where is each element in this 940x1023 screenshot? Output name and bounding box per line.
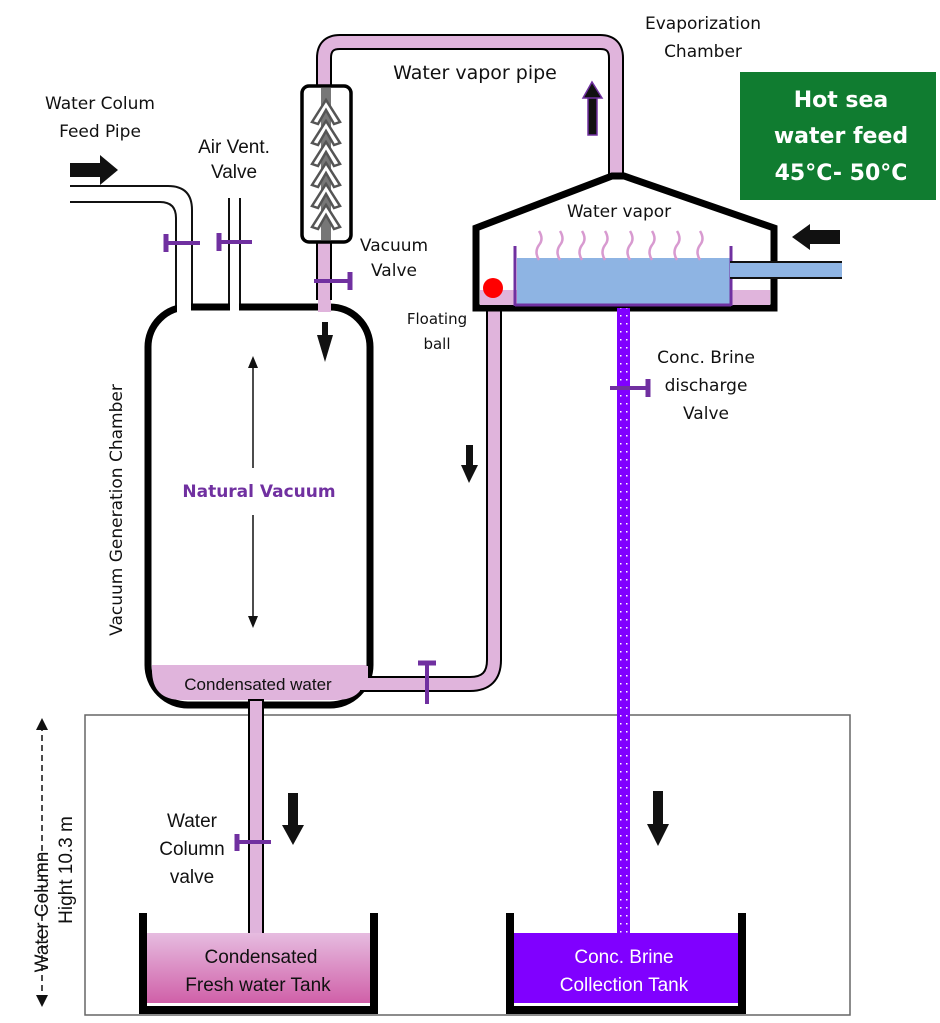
brine-tank xyxy=(506,913,746,1014)
vacuum-chamber-label: Vacuum Generation Chamber xyxy=(107,384,127,636)
floating-ball-label-2: ball xyxy=(423,335,450,353)
return-valve-icon[interactable] xyxy=(418,660,436,704)
evaporization-label-2: Chamber xyxy=(664,42,742,62)
feed-pipe-label-2: Feed Pipe xyxy=(59,122,141,142)
feed-pipe-label-1: Water Colum xyxy=(45,94,155,114)
return-arrow-icon xyxy=(461,445,478,483)
fresh-water-tank xyxy=(139,913,378,1014)
brine-tank-label-1: Conc. Brine xyxy=(574,947,673,968)
evaporation-chamber xyxy=(472,172,778,312)
arrow-down-icon xyxy=(317,322,333,362)
natural-vacuum-arrow xyxy=(248,356,258,628)
brine-tank-label-2: Collection Tank xyxy=(560,975,689,996)
hot-feed-line-2: water feed xyxy=(774,124,908,149)
sea-water-pool xyxy=(517,258,730,306)
vacuum-generation-chamber xyxy=(144,303,374,709)
condensated-water-pool xyxy=(152,665,366,700)
fresh-arrow-icon xyxy=(282,793,304,845)
hot-feed-arrow-icon xyxy=(792,224,840,250)
vacuum-valve-label-1: Vacuum xyxy=(360,236,428,256)
brine-arrow-icon xyxy=(647,791,669,846)
air-vent-valve-icon[interactable] xyxy=(216,233,252,251)
water-column-valve-label-2: Column xyxy=(159,839,224,860)
floating-ball-label-1: Floating xyxy=(407,310,467,328)
hot-feed-badge xyxy=(740,72,936,200)
brine-valve-label-1: Conc. Brine xyxy=(657,348,755,368)
water-column-valve-label-3: valve xyxy=(170,867,214,888)
floating-ball xyxy=(483,278,503,298)
condensated-water-label: Condensated water xyxy=(184,675,332,694)
water-column-valve-icon[interactable] xyxy=(234,834,271,851)
vapor-wisps-icon xyxy=(535,230,704,261)
brine-valve-icon[interactable] xyxy=(610,379,651,397)
water-column-height-label-2: Hight 10.3 m xyxy=(56,816,77,924)
water-vapor-pipe-label: Water vapor pipe xyxy=(393,62,557,84)
fresh-tank-label-2: Fresh water Tank xyxy=(185,975,331,996)
brine-valve-label-2: discharge xyxy=(665,376,748,396)
vapor-up-arrow-icon xyxy=(581,80,604,136)
water-column-height-label-1: Water Column xyxy=(32,852,53,973)
water-column-pipe xyxy=(248,699,264,938)
hot-feed-line-3: 45°C- 50°C xyxy=(775,161,908,186)
brine-discharge-pipe xyxy=(617,308,630,938)
hot-feed-line-1: Hot sea xyxy=(794,88,889,113)
hot-feed-pipe xyxy=(730,262,842,278)
brine-valve-label-3: Valve xyxy=(683,404,729,424)
fresh-tank-label-1: Condensated xyxy=(204,947,317,968)
vacuum-valve-icon[interactable] xyxy=(314,272,353,290)
height-arrow xyxy=(36,718,48,1007)
air-vent-label-2: Valve xyxy=(211,162,257,183)
evaporization-label-1: Evaporization xyxy=(645,14,761,34)
water-vapor-pipe xyxy=(318,36,622,300)
air-vent-label-1: Air Vent. xyxy=(198,137,270,158)
feed-arrow-icon xyxy=(70,155,118,185)
water-vapor-label: Water vapor xyxy=(567,202,671,222)
natural-vacuum-label: Natural Vacuum xyxy=(182,482,335,502)
feed-pipe xyxy=(70,185,193,312)
condenser xyxy=(300,84,353,244)
water-column-valve-label-1: Water xyxy=(167,811,218,832)
vacuum-valve-label-2: Valve xyxy=(371,261,417,281)
feed-valve-icon[interactable] xyxy=(163,234,200,252)
return-pipe xyxy=(360,300,500,690)
